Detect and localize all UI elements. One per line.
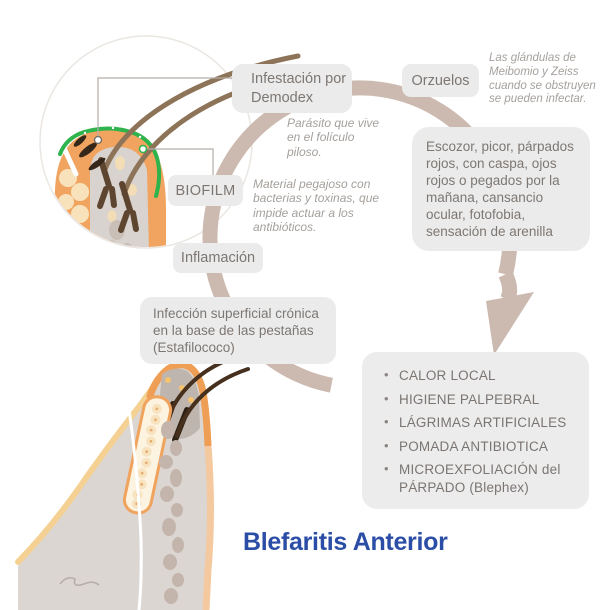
- skin-edge-light: [202, 445, 214, 610]
- node-sintomas-label: Escozor, picor, párpados rojos, con casp…: [426, 139, 574, 239]
- node-orzuelos-label: Orzuelos: [411, 72, 470, 89]
- lash-roots: [97, 157, 139, 233]
- treatment-list: CALOR LOCAL HIGIENE PALPEBRAL LÁGRIMAS A…: [362, 367, 577, 496]
- biofilm-membrane: [58, 126, 162, 198]
- node-inflamacion: Inflamación: [173, 243, 263, 273]
- node-orzuelos: Orzuelos: [402, 64, 479, 97]
- marker-dot-biofilm: [138, 144, 148, 154]
- tarsal-divider: [126, 401, 143, 610]
- skin-edge-dark: [146, 361, 212, 450]
- treatment-item: HIGIENE PALPEBRAL: [384, 391, 577, 409]
- node-inflamacion-label: Inflamación: [180, 250, 256, 266]
- node-biofilm: BIOFILM: [168, 175, 243, 206]
- node-infestacion-label: Infestación por Demodex: [251, 71, 347, 106]
- node-infestacion-demodex: Infestación por Demodex: [232, 64, 352, 113]
- node-infeccion-label: Infección superficial crónica en la base…: [153, 306, 319, 356]
- treatment-item: LÁGRIMAS ARTIFICIALES: [384, 414, 577, 432]
- skin-fold-squiggle: [59, 577, 100, 586]
- page-title: Blefaritis Anterior: [243, 528, 448, 556]
- callout-line-biofilm: [146, 148, 214, 175]
- note-demodex: Parásito que vive en el folículo piloso.: [287, 116, 380, 159]
- treatment-item: CALOR LOCAL: [384, 367, 577, 385]
- eyelid-cross-section-illustration: [15, 357, 250, 610]
- node-biofilm-label: BIOFILM: [175, 182, 236, 199]
- meibomian-lobules: [159, 421, 184, 604]
- follicle-bulbs: [107, 156, 137, 222]
- node-sintomas: Escozor, picor, párpados rojos, con casp…: [412, 127, 590, 251]
- node-infeccion: Infección superficial crónica en la base…: [140, 297, 336, 365]
- note-biofilm: Material pegajoso con bacterias y toxina…: [253, 177, 380, 235]
- margin-bulbs: [165, 377, 194, 403]
- callout-line-demodex: [97, 77, 233, 137]
- treatment-box: CALOR LOCAL HIGIENE PALPEBRAL LÁGRIMAS A…: [362, 352, 589, 510]
- note-orzuelos: Las glándulas de Meibomio y Zeiss cuando…: [489, 52, 596, 106]
- treatment-item: POMADA ANTIBIOTICA: [384, 438, 577, 456]
- demodex-mites-icon: [73, 135, 106, 171]
- treatment-item: MICROEXFOLIACIÓN del PÁRPADO (Blephex): [384, 461, 577, 496]
- highlight-slit: [60, 143, 79, 177]
- marker-dot-demodex: [93, 135, 103, 145]
- flow-arrow-icon: [486, 292, 534, 355]
